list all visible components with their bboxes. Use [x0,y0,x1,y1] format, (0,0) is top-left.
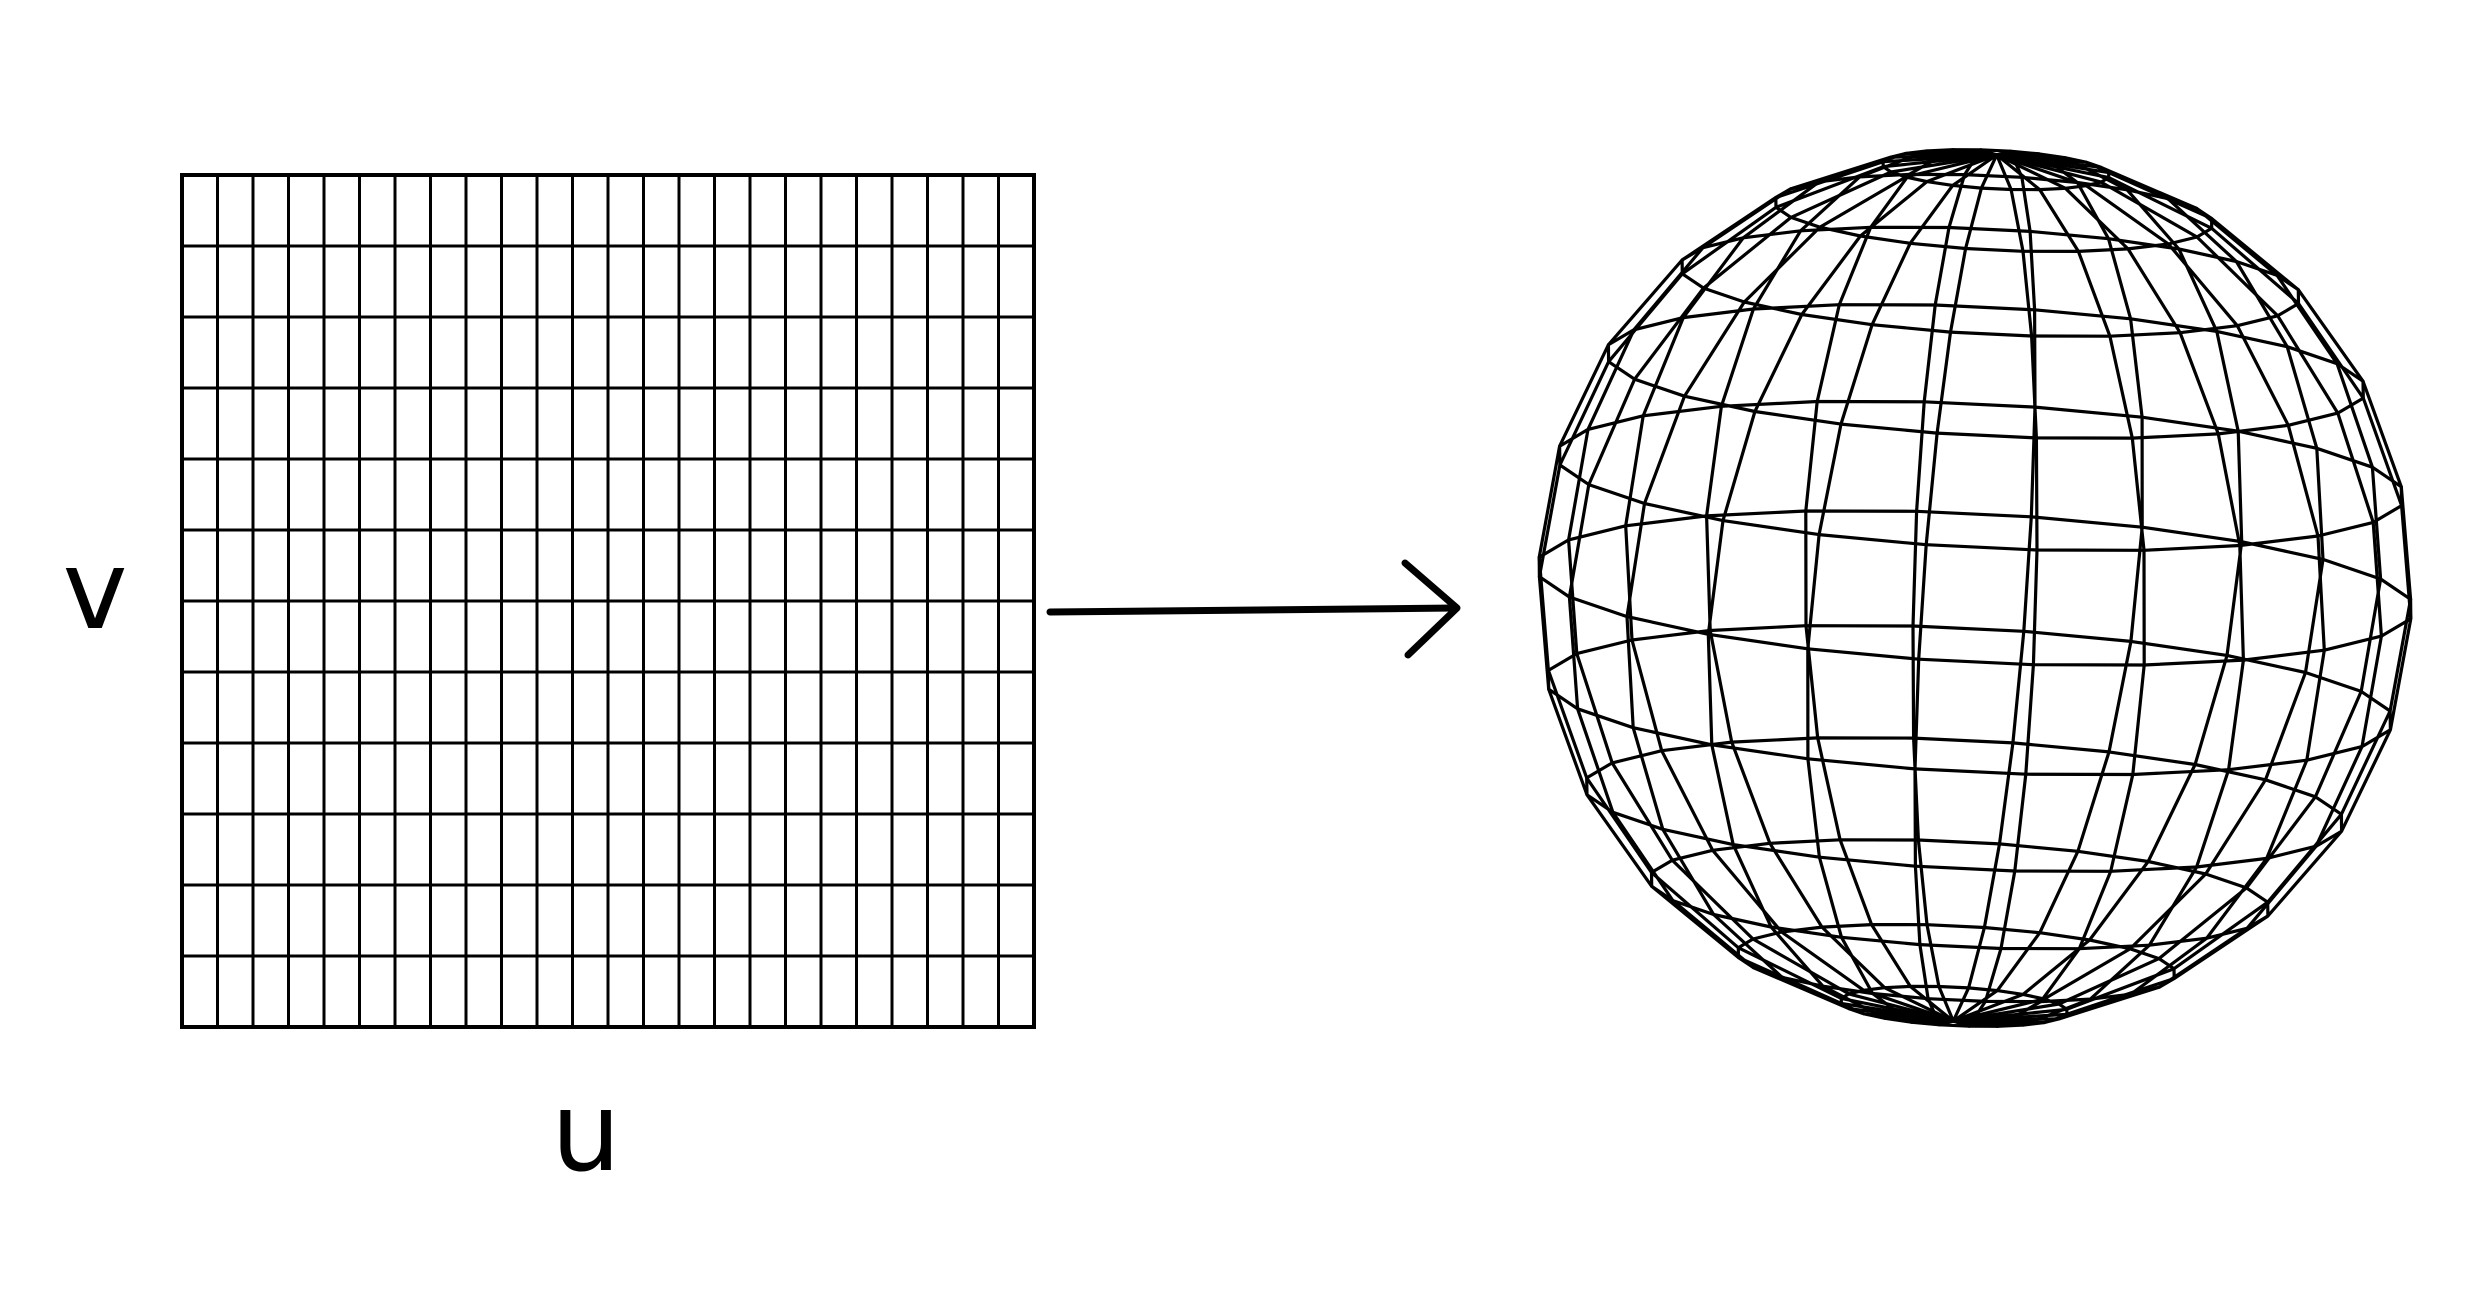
sphere-meridian [1952,153,2244,1023]
sphere-parallel [1606,303,2365,440]
sphere-parallel [1557,399,2404,552]
arrow-head [1401,559,1461,659]
sphere-meridian [1625,153,1998,1023]
sphere-parallel [1736,922,2176,1004]
sphere-parallel [1546,624,2392,777]
v-axis-label: v [62,526,127,654]
sphere-meridian [1953,153,2383,1023]
sphere-parallel [1839,984,2069,1028]
u-axis-label: u [551,1068,621,1196]
wireframe-sphere [1537,148,2413,1028]
sphere-parallel [1774,172,2214,253]
sphere-meridian [1911,148,1998,1022]
mapping-arrow [1046,559,1461,659]
sphere-meridian [1953,153,2146,1028]
sphere-parallel [1585,736,2344,873]
sphere-meridian [1951,149,2037,1022]
sphere-parallel [1649,838,2270,951]
sphere-parallel [1680,225,2301,338]
sphere-meridian [1704,149,1997,1023]
sphere-meridian [1567,153,1997,1023]
sphere-parallel [1537,509,2413,667]
sphere-meridian [1706,153,1998,1023]
uv-parameter-grid [180,173,1036,1029]
sphere-meridian [1913,154,1999,1027]
sphere-meridian [1953,153,2245,1027]
sphere-meridian [1953,153,2326,1025]
sphere-meridian [1952,152,2144,1023]
sphere-meridian [1624,151,1997,1023]
sphere-parallel [1881,148,2111,192]
sphere-meridian [1952,153,2325,1023]
sphere-meridian [1804,148,1997,1023]
sphere-meridian [1806,153,1998,1024]
arrow-shaft [1046,604,1459,616]
sphere-meridian [1952,154,2039,1028]
